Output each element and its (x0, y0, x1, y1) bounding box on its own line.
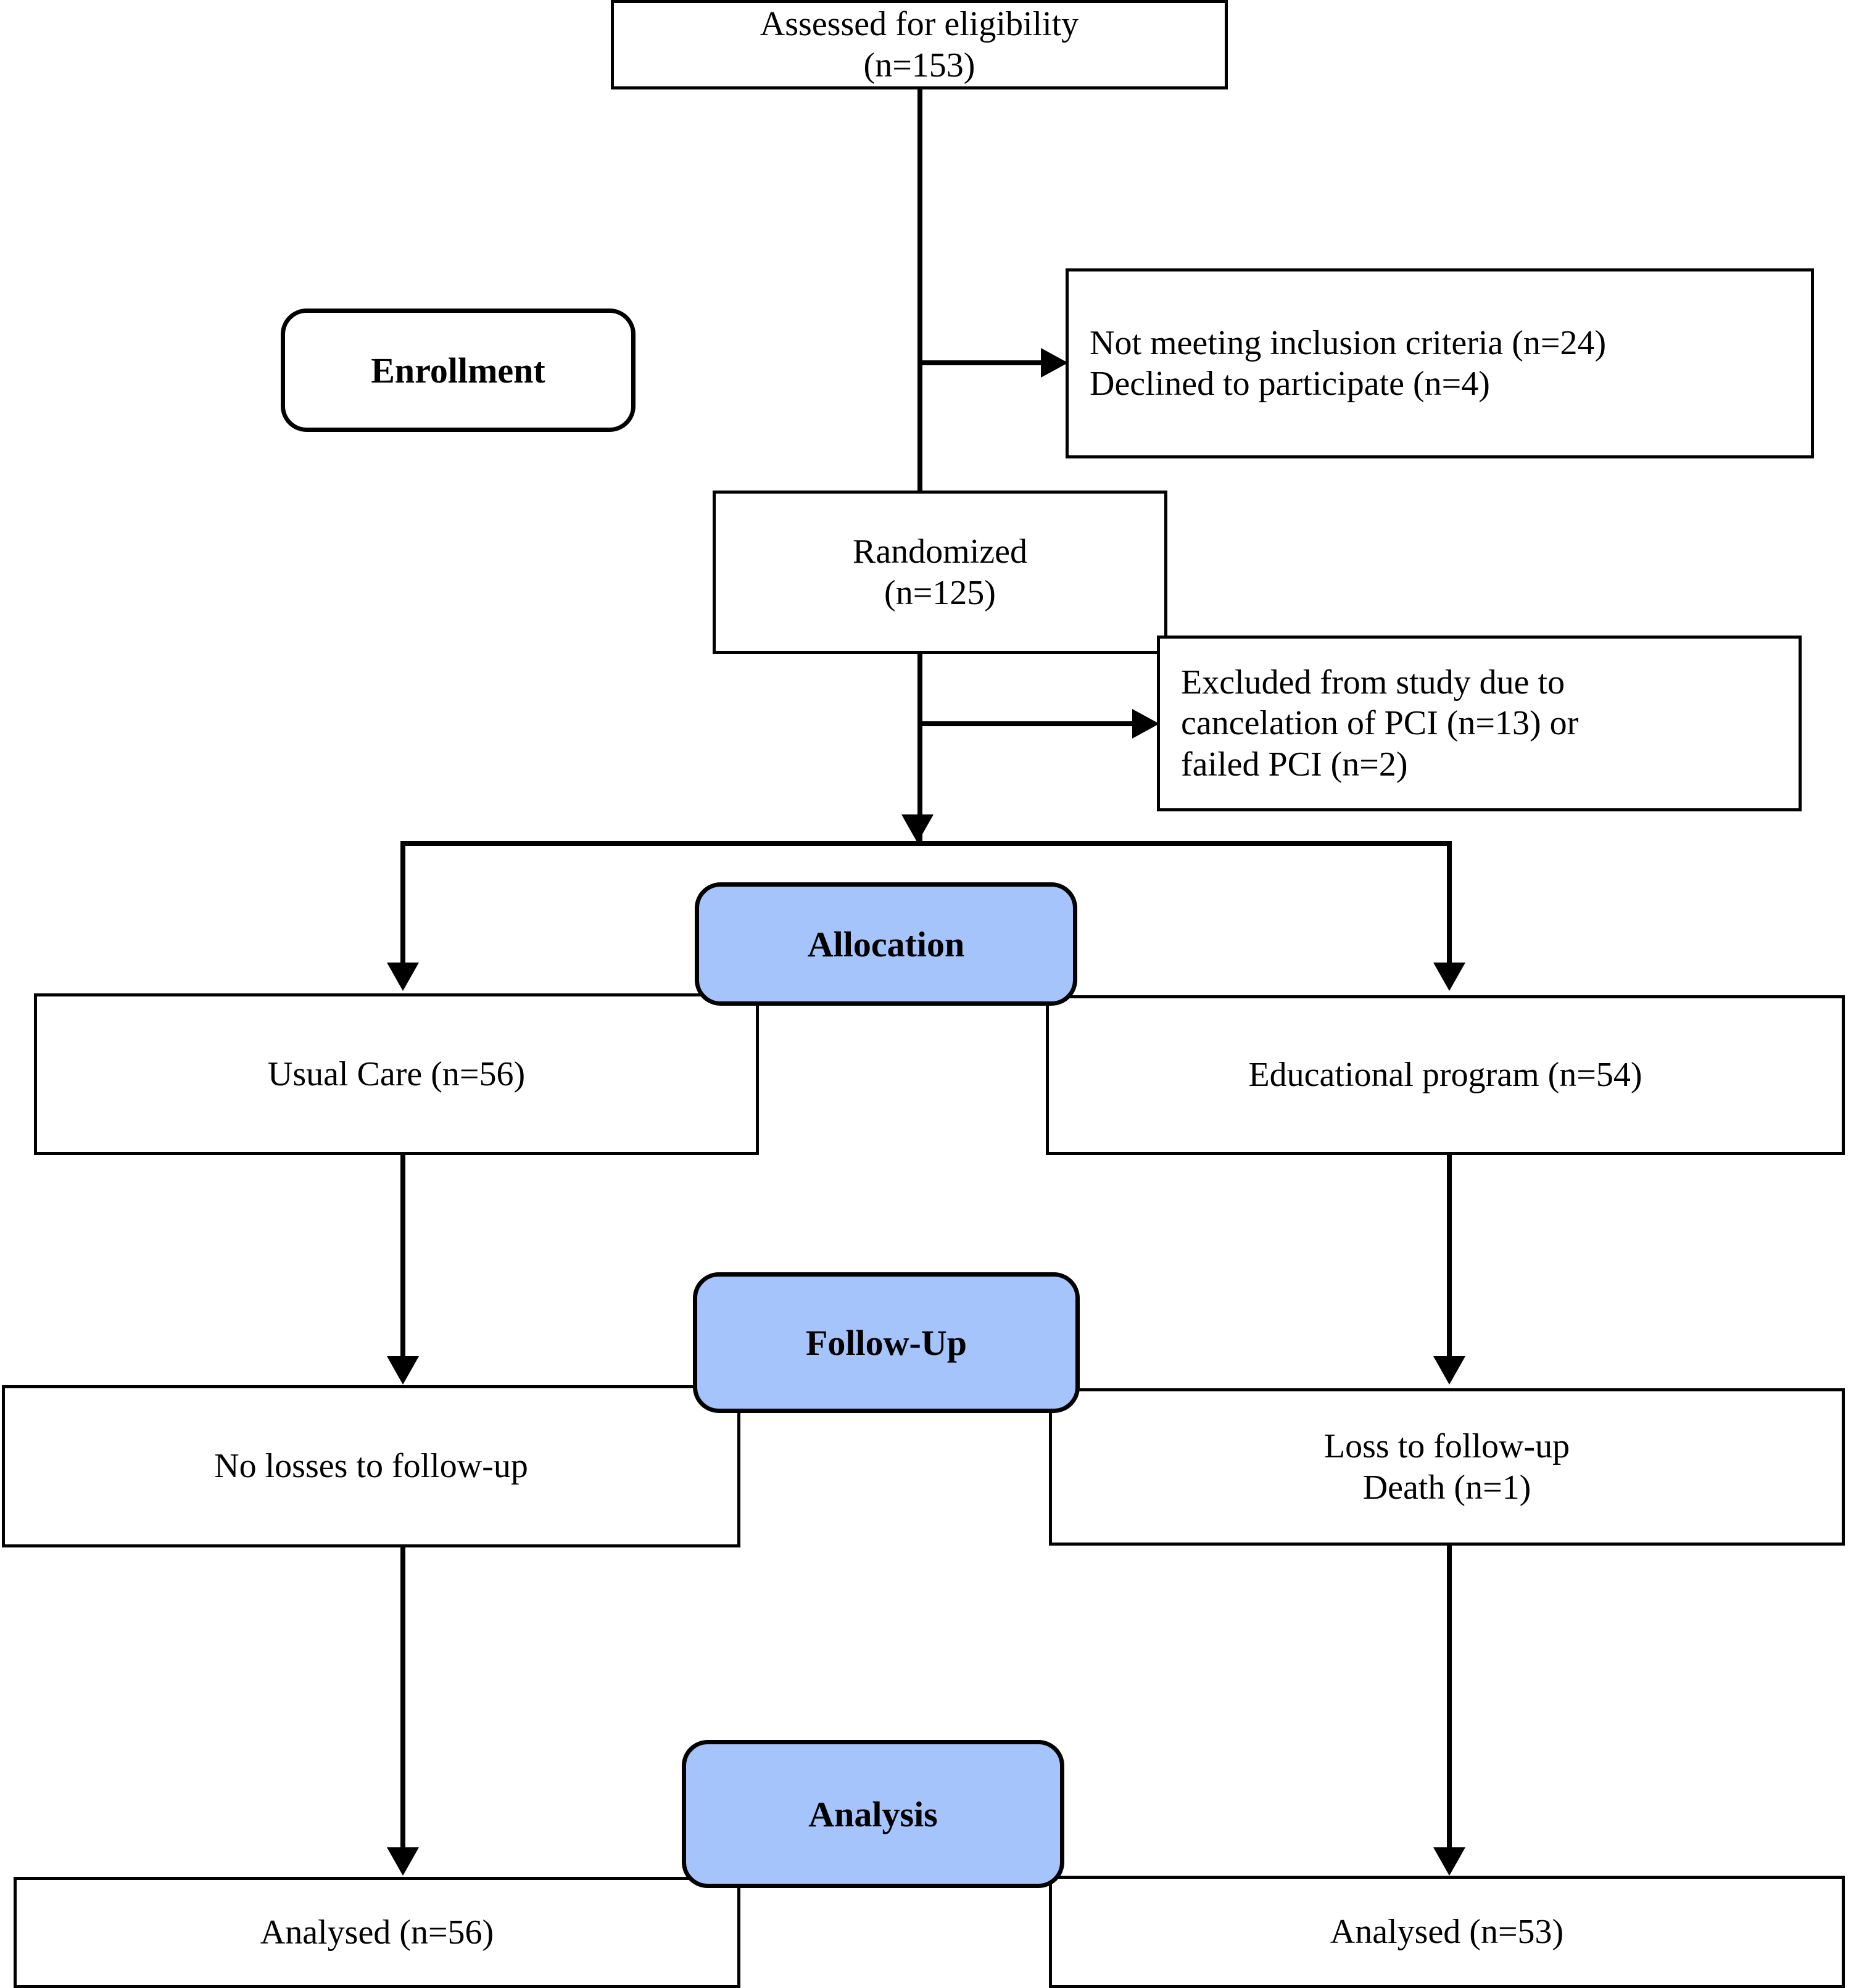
arrow-enrollment-exclusion (1041, 348, 1068, 378)
connector-pci-exclusion-horizontal (917, 721, 1132, 726)
connector-analysis-left (400, 1547, 405, 1850)
stage-banner-followup: Follow-Up (693, 1272, 1080, 1413)
node-excluded-pci: Excluded from study due to cancelation o… (1157, 636, 1802, 811)
node-excluded-enrollment: Not meeting inclusion criteria (n=24) De… (1066, 268, 1814, 458)
arrow-allocation-right (1433, 963, 1465, 991)
stage-banner-followup-label: Follow-Up (806, 1322, 967, 1363)
node-analysed-educational-program: Analysed (n=53) (1049, 1876, 1845, 1988)
connector-allocation-left-drop (400, 841, 405, 964)
connector-assessed-to-randomized (917, 89, 922, 492)
connector-allocation-right-drop (1447, 841, 1452, 964)
node-excluded-enrollment-label: Not meeting inclusion criteria (n=24) De… (1090, 323, 1607, 403)
connector-followup-right (1447, 1155, 1452, 1359)
node-analysed-educational-program-label: Analysed (n=53) (1330, 1912, 1564, 1951)
connector-analysis-right (1447, 1546, 1452, 1850)
arrow-randomized-down (901, 814, 934, 843)
node-followup-no-losses-label: No losses to follow-up (214, 1447, 528, 1486)
connector-randomized-to-split (917, 654, 922, 843)
arrow-analysis-left (387, 1847, 419, 1876)
arrow-allocation-left (387, 963, 419, 991)
stage-banner-enrollment-label: Enrollment (371, 350, 545, 391)
connector-enrollment-exclusion-horizontal (917, 360, 1041, 365)
stage-banner-analysis-label: Analysis (808, 1794, 938, 1834)
arrow-analysis-right (1433, 1847, 1465, 1876)
node-excluded-pci-label: Excluded from study due to cancelation o… (1181, 663, 1579, 784)
node-randomized: Randomized (n=125) (713, 491, 1167, 654)
arrow-pci-exclusion (1132, 709, 1159, 739)
node-followup-loss-death-label: Loss to follow-up Death (n=1) (1323, 1427, 1570, 1507)
node-randomized-label: Randomized (n=125) (852, 532, 1028, 612)
connector-followup-left (400, 1155, 405, 1359)
node-assessed-for-eligibility: Assessed for eligibility (n=153) (611, 0, 1228, 89)
stage-banner-analysis: Analysis (682, 1740, 1064, 1888)
arrow-followup-left (387, 1356, 419, 1385)
node-allocation-educational-program-label: Educational program (n=54) (1248, 1056, 1642, 1095)
arrow-followup-right (1433, 1356, 1465, 1385)
node-allocation-usual-care-label: Usual Care (n=56) (267, 1054, 526, 1093)
node-allocation-educational-program: Educational program (n=54) (1046, 995, 1845, 1155)
node-allocation-usual-care: Usual Care (n=56) (34, 993, 759, 1155)
node-followup-no-losses: No losses to follow-up (2, 1385, 740, 1547)
node-analysed-usual-care: Analysed (n=56) (14, 1877, 740, 1988)
stage-banner-allocation-label: Allocation (807, 924, 965, 964)
node-followup-loss-death: Loss to follow-up Death (n=1) (1049, 1388, 1845, 1546)
stage-banner-enrollment: Enrollment (281, 309, 636, 432)
node-analysed-usual-care-label: Analysed (n=56) (260, 1913, 494, 1952)
node-assessed-for-eligibility-label: Assessed for eligibility (n=153) (760, 5, 1079, 85)
stage-banner-allocation: Allocation (695, 882, 1077, 1006)
connector-allocation-split-bar (400, 841, 1452, 846)
